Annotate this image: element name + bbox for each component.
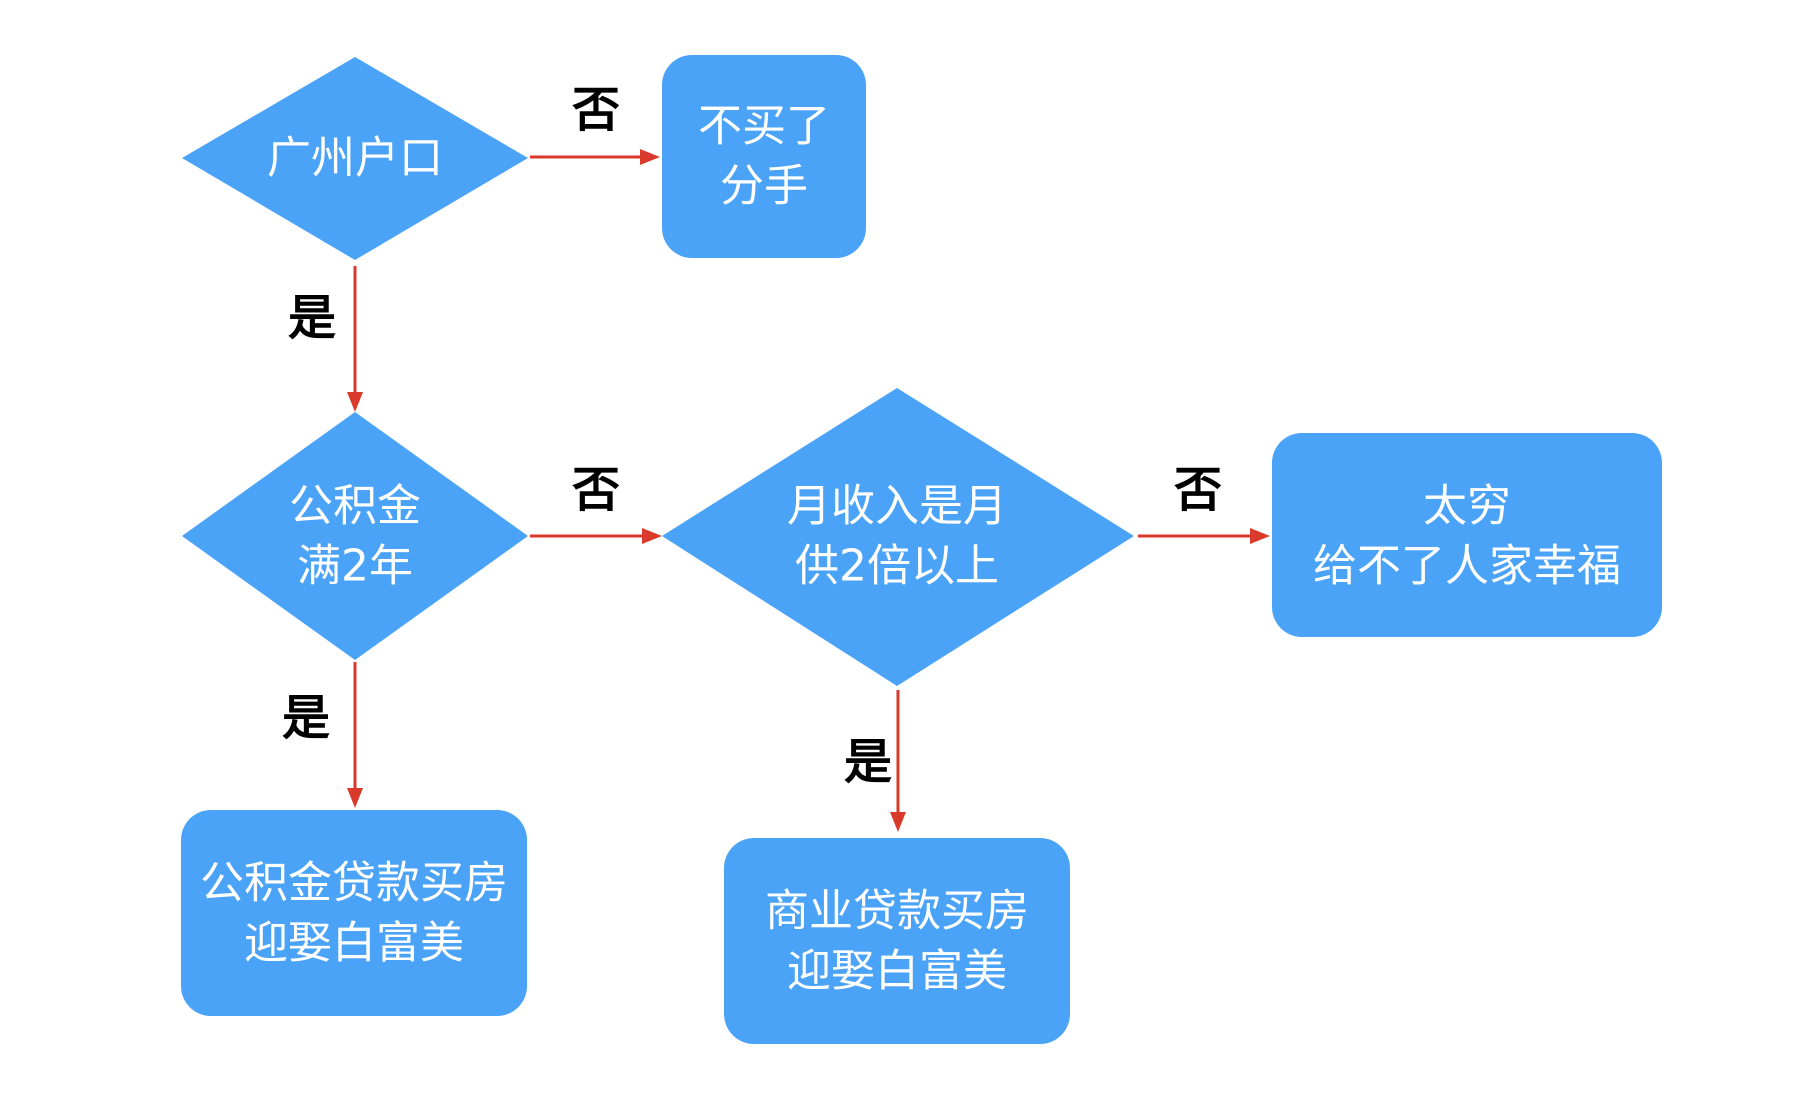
terminal-no-buy-line-2: 分手: [720, 161, 808, 212]
edge-label-hukou-yes: 是: [288, 290, 336, 346]
terminal-commercial-loan: 商业贷款买房 迎娶白富美: [724, 838, 1070, 1044]
terminal-fund-loan: 公积金贷款买房 迎娶白富美: [181, 810, 527, 1016]
edge-label-hukou-no: 否: [572, 82, 620, 138]
decision-fund-line-2: 满2年: [297, 541, 413, 592]
decision-income: 月收入是月 供2倍以上: [662, 388, 1134, 686]
terminal-poor: 太穷 给不了人家幸福: [1272, 433, 1662, 637]
edge-hukou-yes: 是: [288, 266, 363, 412]
edge-fund-yes: 是: [282, 662, 363, 808]
edge-label-fund-yes: 是: [282, 690, 330, 746]
terminal-no-buy-line-1: 不买了: [698, 101, 830, 152]
decision-fund: 公积金 满2年: [182, 412, 528, 660]
terminal-poor-line-2: 给不了人家幸福: [1313, 541, 1621, 592]
terminal-fund-loan-line-2: 迎娶白富美: [244, 918, 464, 969]
terminal-commercial-loan-line-2: 迎娶白富美: [787, 946, 1007, 997]
terminal-poor-line-1: 太穷: [1423, 481, 1511, 532]
edge-label-fund-no: 否: [572, 462, 620, 518]
terminal-commercial-loan-line-1: 商业贷款买房: [765, 886, 1029, 937]
decision-fund-line-1: 公积金: [289, 481, 421, 532]
terminal-fund-loan-line-1: 公积金贷款买房: [200, 858, 508, 909]
edge-hukou-no: 否: [530, 82, 660, 165]
decision-hukou-line-1: 广州户口: [267, 133, 443, 184]
decision-income-line-1: 月收入是月: [787, 481, 1007, 532]
edge-label-income-yes: 是: [844, 734, 892, 790]
decision-income-line-2: 供2倍以上: [795, 541, 999, 592]
decision-hukou: 广州户口: [182, 57, 528, 260]
edge-income-no: 否: [1138, 462, 1270, 544]
edge-label-income-no: 否: [1174, 462, 1222, 518]
terminal-no-buy: 不买了 分手: [662, 55, 866, 258]
edge-fund-no: 否: [530, 462, 662, 544]
edge-income-yes: 是: [844, 690, 906, 832]
